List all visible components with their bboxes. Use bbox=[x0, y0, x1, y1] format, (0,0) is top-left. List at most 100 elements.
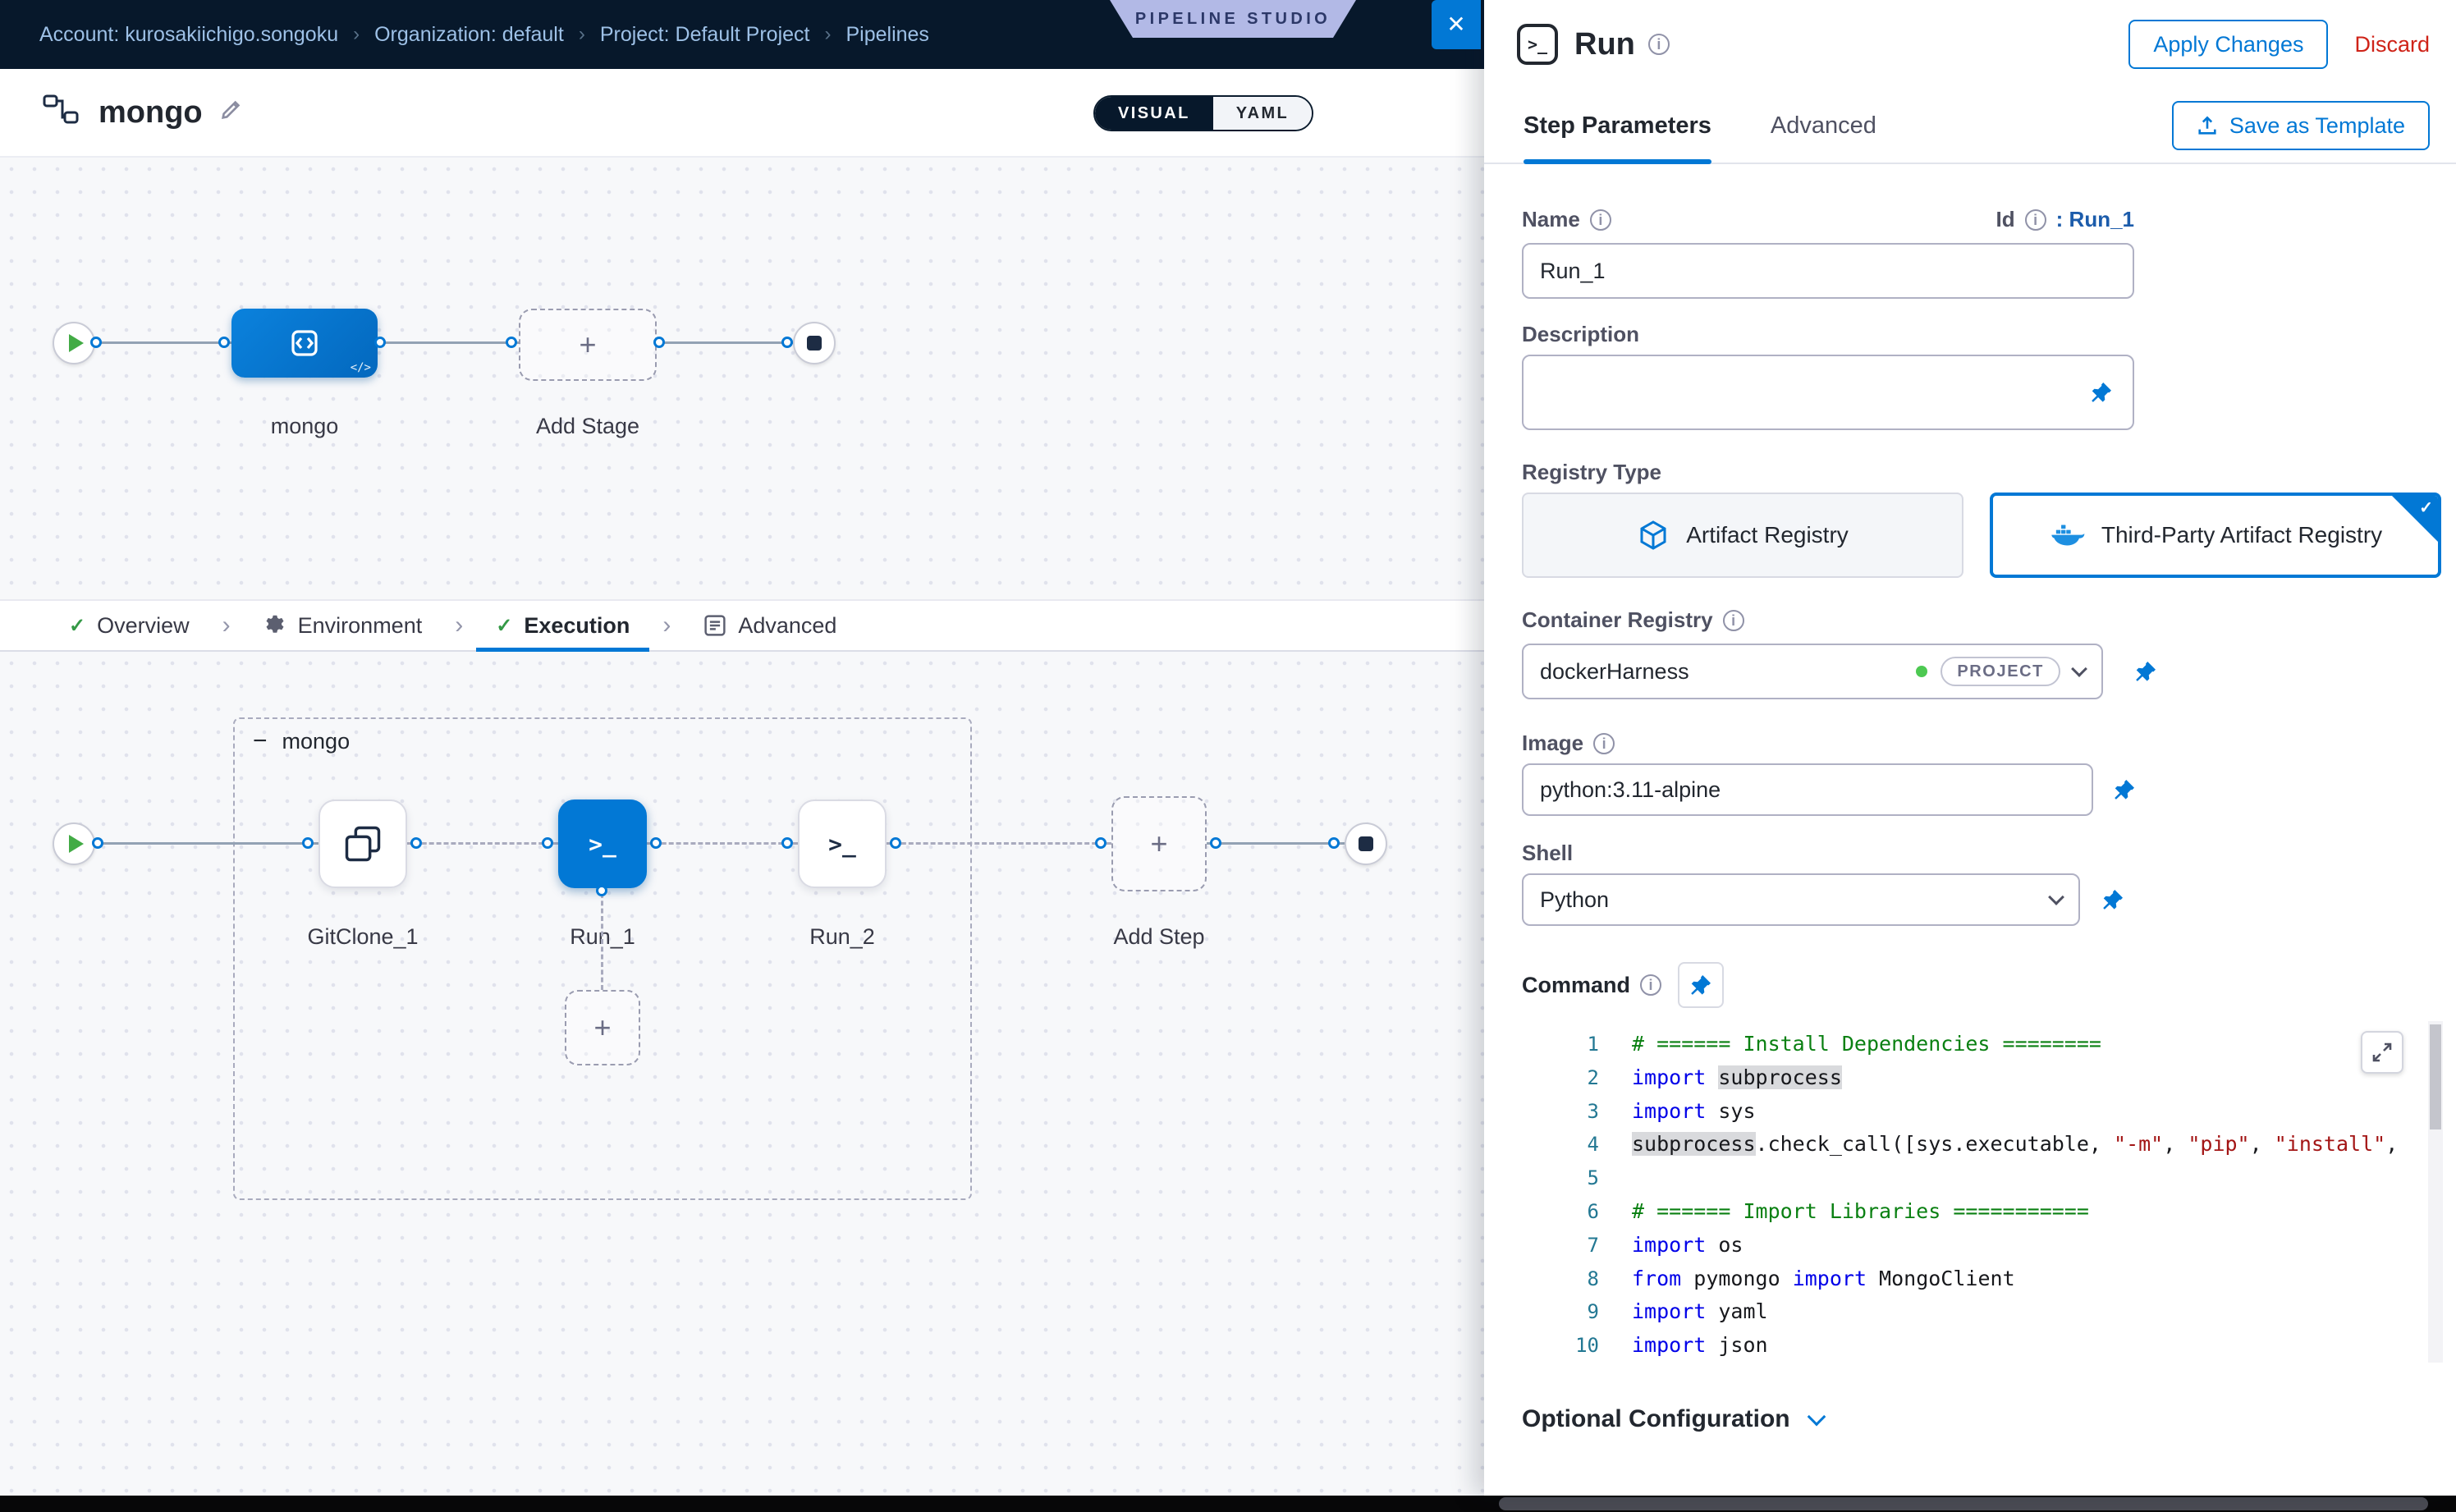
expand-icon bbox=[2372, 1042, 2392, 1062]
play-icon bbox=[69, 835, 84, 853]
tab-execution[interactable]: ✓ Execution bbox=[476, 601, 649, 650]
name-input[interactable] bbox=[1522, 243, 2134, 299]
visual-yaml-toggle: VISUAL YAML bbox=[1093, 95, 1313, 131]
editor-scrollbar-thumb[interactable] bbox=[2430, 1024, 2441, 1129]
description-input[interactable] bbox=[1522, 355, 2134, 430]
tab-environment-label: Environment bbox=[298, 613, 423, 639]
pipeline-end-node[interactable] bbox=[793, 322, 836, 364]
connector-dot bbox=[1328, 837, 1340, 849]
pin-shell-icon[interactable] bbox=[2092, 878, 2134, 921]
code-line: 2import subprocess bbox=[1543, 1061, 2443, 1095]
run-step-icon: >_ bbox=[1517, 24, 1558, 65]
connector-dot bbox=[302, 837, 314, 849]
info-icon: i bbox=[1648, 34, 1670, 55]
execution-start-node[interactable] bbox=[53, 822, 95, 865]
chevron-down-icon bbox=[1807, 1408, 1826, 1427]
step-node-run-2[interactable]: >_ bbox=[798, 800, 887, 888]
edit-pencil-icon[interactable] bbox=[219, 97, 244, 128]
tab-step-parameters[interactable]: Step Parameters bbox=[1524, 89, 1711, 163]
code-line: 4subprocess.check_call([sys.executable, … bbox=[1543, 1128, 2443, 1161]
breadcrumb: Account: kurosakiichigo.songoku › Organi… bbox=[39, 0, 929, 69]
git-clone-icon bbox=[341, 822, 384, 865]
add-step-label: Add Step bbox=[1077, 924, 1241, 950]
image-input[interactable] bbox=[1522, 763, 2093, 816]
stop-icon bbox=[1359, 836, 1373, 851]
artifact-registry-icon bbox=[1637, 519, 1670, 552]
play-icon bbox=[69, 334, 84, 352]
code-line: 9import yaml bbox=[1543, 1295, 2443, 1329]
apply-changes-button[interactable]: Apply Changes bbox=[2128, 20, 2328, 69]
editor-scrollbar[interactable] bbox=[2428, 1021, 2443, 1363]
connector-dot bbox=[506, 337, 517, 348]
info-icon: i bbox=[1723, 610, 1744, 631]
container-registry-value: dockerHarness bbox=[1540, 659, 1916, 685]
add-stage-button[interactable]: + bbox=[519, 309, 657, 381]
step-node-gitclone-1[interactable] bbox=[318, 800, 407, 888]
pin-description-icon[interactable] bbox=[2080, 371, 2123, 414]
pin-command-icon[interactable] bbox=[1678, 962, 1724, 1008]
stage-node-mongo[interactable]: </> bbox=[231, 309, 378, 378]
save-as-template-label: Save as Template bbox=[2229, 113, 2405, 139]
add-stage-label: Add Stage bbox=[493, 414, 683, 439]
connector bbox=[887, 842, 1111, 845]
environment-icon bbox=[263, 614, 286, 637]
breadcrumb-project[interactable]: Project: Default Project bbox=[600, 23, 810, 47]
name-label: Namei bbox=[1522, 207, 1611, 232]
connector-dot bbox=[542, 837, 553, 849]
tab-panel-advanced[interactable]: Advanced bbox=[1771, 89, 1876, 163]
code-line: 7import os bbox=[1543, 1229, 2443, 1262]
step-label: GitClone_1 bbox=[281, 924, 445, 950]
docker-icon bbox=[2049, 522, 2085, 548]
connector-dot bbox=[890, 837, 901, 849]
save-as-template-button[interactable]: Save as Template bbox=[2172, 101, 2430, 150]
pipeline-start-node[interactable] bbox=[53, 322, 95, 364]
check-icon: ✓ bbox=[496, 614, 512, 638]
registry-card-thirdparty[interactable]: Third-Party Artifact Registry ✓ bbox=[1990, 493, 2441, 578]
tab-advanced-label: Advanced bbox=[738, 613, 836, 639]
toggle-yaml[interactable]: YAML bbox=[1213, 97, 1312, 130]
discard-button[interactable]: Discard bbox=[2354, 32, 2430, 57]
add-step-button[interactable]: + bbox=[1111, 796, 1207, 891]
chevron-down-icon bbox=[2048, 889, 2064, 905]
toggle-visual[interactable]: VISUAL bbox=[1095, 97, 1213, 130]
pipeline-icon bbox=[43, 94, 79, 131]
step-group-header: − mongo bbox=[253, 727, 350, 755]
container-registry-select[interactable]: dockerHarness PROJECT bbox=[1522, 644, 2103, 699]
top-header-bar: Account: kurosakiichigo.songoku › Organi… bbox=[0, 0, 1484, 69]
info-icon: i bbox=[2025, 209, 2046, 231]
check-icon: ✓ bbox=[2419, 497, 2433, 518]
execution-end-node[interactable] bbox=[1345, 822, 1387, 865]
command-code-editor[interactable]: 1# ====== Install Dependencies ========2… bbox=[1543, 1021, 2443, 1363]
terminal-icon: >_ bbox=[828, 831, 856, 858]
step-node-run-1[interactable]: >_ bbox=[558, 800, 647, 888]
tab-environment[interactable]: Environment bbox=[244, 601, 442, 650]
connector-dot bbox=[1210, 837, 1221, 849]
info-icon: i bbox=[1590, 209, 1611, 231]
execution-graph-canvas: − mongo GitClone_1 >_ Run_1 >_ Run_2 bbox=[0, 652, 1484, 1496]
code-line: 6# ====== Import Libraries =========== bbox=[1543, 1195, 2443, 1229]
breadcrumb-pipelines[interactable]: Pipelines bbox=[845, 23, 928, 47]
close-panel-button[interactable]: ✕ bbox=[1432, 0, 1481, 49]
connector bbox=[657, 341, 793, 344]
tab-separator-icon: › bbox=[455, 612, 463, 639]
pin-container-registry-icon[interactable] bbox=[2124, 650, 2167, 693]
registry-card-artifact[interactable]: Artifact Registry bbox=[1522, 493, 1963, 578]
breadcrumb-account[interactable]: Account: kurosakiichigo.songoku bbox=[39, 23, 338, 47]
add-parallel-step-button[interactable]: + bbox=[565, 990, 640, 1065]
tab-advanced[interactable]: Advanced bbox=[684, 601, 856, 650]
optional-configuration-toggle[interactable]: Optional Configuration bbox=[1522, 1405, 1823, 1433]
plus-icon: + bbox=[593, 1010, 611, 1045]
command-row: Commandi bbox=[1522, 962, 1724, 1008]
tab-overview[interactable]: ✓ Overview bbox=[49, 601, 209, 650]
breadcrumb-organization[interactable]: Organization: default bbox=[374, 23, 564, 47]
pipeline-name-bar: mongo VISUAL YAML bbox=[0, 69, 1484, 158]
shell-select[interactable]: Python bbox=[1522, 873, 2080, 926]
connector-dot bbox=[90, 337, 102, 348]
expand-editor-button[interactable] bbox=[2361, 1031, 2403, 1074]
connector bbox=[647, 842, 798, 845]
horizontal-scrollbar-thumb[interactable] bbox=[1499, 1497, 2428, 1510]
pin-image-icon[interactable] bbox=[2103, 768, 2146, 811]
collapse-group-icon[interactable]: − bbox=[253, 727, 268, 755]
connector-dot bbox=[650, 837, 662, 849]
advanced-icon bbox=[703, 614, 726, 637]
